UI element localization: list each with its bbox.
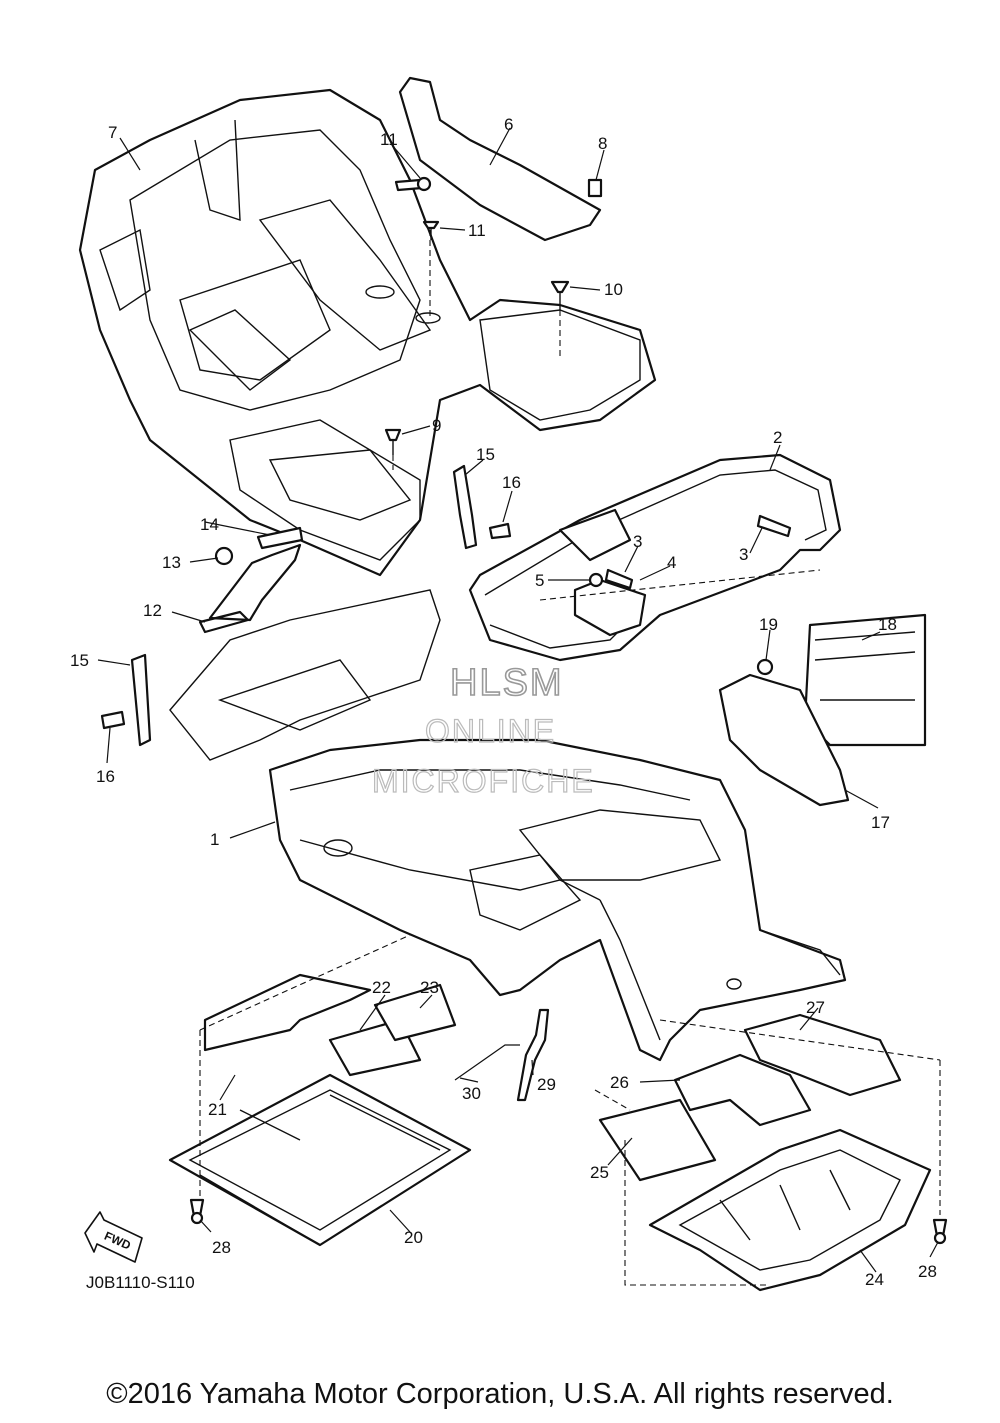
callouts: 1 2 3 3 4 5 6 7 8 9 10 11 11 12 13 14 15… (70, 115, 937, 1289)
callout-26: 26 (610, 1073, 629, 1092)
straps-part-15 (130, 464, 478, 747)
callout-17: 17 (871, 813, 890, 832)
callout-2: 2 (773, 428, 782, 447)
callout-23: 23 (420, 978, 439, 997)
callout-19: 19 (759, 615, 778, 634)
callout-15b: 15 (70, 651, 89, 670)
mats-parts-25-27 (598, 1013, 902, 1182)
callout-28b: 28 (918, 1262, 937, 1281)
bolt-icon-16a (488, 522, 512, 540)
callout-16b: 16 (96, 767, 115, 786)
bolt-icon-5 (588, 572, 604, 588)
callout-11b: 11 (468, 221, 486, 240)
floor-panel-part-6 (398, 76, 602, 242)
callout-20: 20 (404, 1228, 423, 1247)
callout-10: 10 (604, 280, 623, 299)
rear-guard-part-17 (718, 673, 850, 807)
watermark-line-2: ONLINE (425, 713, 556, 749)
callout-3a: 3 (739, 545, 748, 564)
copyright-notice: ©2016 Yamaha Motor Corporation, U.S.A. A… (106, 1378, 894, 1410)
callout-29: 29 (537, 1075, 556, 1094)
callout-25: 25 (590, 1163, 609, 1182)
cable-tie-part-30 (454, 1044, 520, 1081)
main-frame-part-1 (169, 589, 847, 1062)
bolt-icon-28a (189, 1198, 205, 1225)
callout-8: 8 (598, 134, 607, 153)
callout-28a: 28 (212, 1238, 231, 1257)
callout-15a: 15 (476, 445, 495, 464)
bolt-icon-9 (384, 428, 402, 455)
callout-3b: 3 (633, 532, 642, 551)
floor-tray-part-20 (168, 1073, 472, 1247)
rear-panel-part-18 (803, 613, 927, 747)
bolt-icon-3a (756, 514, 792, 538)
callout-30: 30 (462, 1084, 481, 1103)
callout-9: 9 (432, 416, 441, 435)
callout-7: 7 (108, 123, 117, 142)
callout-22: 22 (372, 978, 391, 997)
watermark-line-1: HLSM (450, 662, 564, 704)
callout-1: 1 (210, 830, 219, 849)
callout-27: 27 (806, 998, 825, 1017)
body-shell-part-7 (78, 88, 657, 577)
callout-11a: 11 (380, 130, 398, 149)
callout-13: 13 (162, 553, 181, 572)
bolt-icon-10 (550, 280, 570, 310)
guide-lines (199, 230, 941, 1286)
callout-21: 21 (208, 1100, 227, 1119)
callout-24: 24 (865, 1270, 884, 1289)
mats-parts-21-23 (203, 973, 457, 1077)
rail-frame-part-2 (468, 453, 842, 662)
bolt-icon-19 (756, 658, 774, 676)
bolt-icon-16b (100, 710, 126, 730)
watermark: HLSM ONLINE MICROFICHE (371, 661, 595, 799)
leader-lines (97, 127, 939, 1273)
bolt-icon-3b (604, 568, 634, 590)
diagram-code: J0B1110-S110 (86, 1273, 195, 1292)
callout-4: 4 (667, 553, 676, 572)
watermark-line-3: MICROFICHE (372, 763, 595, 799)
callout-6: 6 (504, 115, 513, 134)
callout-14: 14 (200, 515, 219, 534)
callout-12: 12 (143, 601, 162, 620)
bolt-icon-28b (932, 1218, 948, 1245)
callout-5: 5 (535, 571, 544, 590)
hose-part-29 (516, 1008, 550, 1102)
callout-18: 18 (878, 615, 897, 634)
fasteners (100, 176, 948, 1245)
callout-16a: 16 (502, 473, 521, 492)
bolt-icon-11b (422, 220, 440, 240)
bolt-icon-8 (587, 178, 603, 198)
bolt-icon-13 (214, 546, 234, 566)
brackets-parts-12-14 (198, 526, 304, 634)
forward-arrow-icon: FWD (84, 1211, 143, 1263)
bolt-icon-11a (394, 176, 432, 192)
